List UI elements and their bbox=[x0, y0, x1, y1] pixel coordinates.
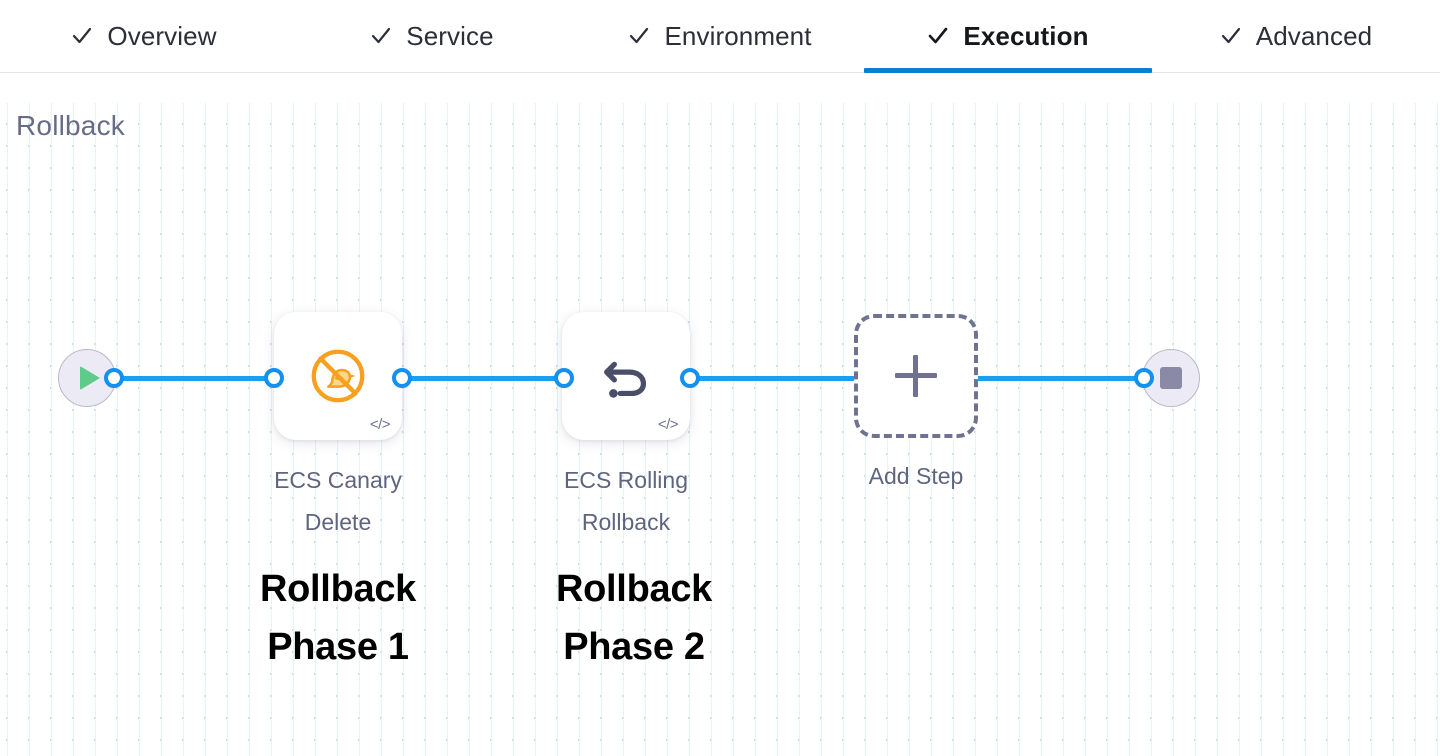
check-icon bbox=[1220, 25, 1242, 47]
tab-execution[interactable]: Execution bbox=[864, 0, 1152, 73]
tab-label: Execution bbox=[963, 20, 1089, 51]
add-step-label: Add Step bbox=[868, 463, 964, 489]
rollback-undo-icon bbox=[562, 312, 690, 440]
annotation-rollback-phase-2: Rollback Phase 2 bbox=[556, 568, 712, 668]
tab-overview[interactable]: Overview bbox=[0, 0, 288, 72]
add-step-button[interactable] bbox=[854, 314, 978, 438]
tab-service[interactable]: Service bbox=[288, 0, 576, 72]
port-step2-in[interactable] bbox=[554, 368, 574, 388]
code-badge-icon: </> bbox=[657, 416, 679, 433]
check-icon bbox=[71, 25, 93, 47]
port-start-out[interactable] bbox=[104, 368, 124, 388]
tab-label: Advanced bbox=[1255, 20, 1373, 51]
step-label-ecs-canary-delete: ECS Canary Delete bbox=[274, 467, 402, 535]
ecs-canary-delete-icon bbox=[274, 312, 402, 440]
step-label-ecs-rolling-rollback: ECS Rolling Rollback bbox=[564, 467, 688, 535]
pipeline-graph: </> ECS Canary Delete Rollback Phase 1 <… bbox=[0, 73, 1440, 756]
connector-step2-to-addstep bbox=[690, 376, 878, 381]
stop-icon bbox=[1160, 367, 1182, 389]
port-end-in[interactable] bbox=[1134, 368, 1154, 388]
stage-header-band bbox=[0, 73, 1440, 103]
tab-label: Service bbox=[406, 20, 494, 51]
check-icon bbox=[927, 25, 949, 47]
pipeline-canvas[interactable]: Rollback bbox=[0, 73, 1440, 756]
connector-addstep-to-end bbox=[958, 376, 1150, 381]
connector-start-to-step1 bbox=[112, 376, 288, 381]
port-step1-in[interactable] bbox=[264, 368, 284, 388]
stage-tabs: Overview Service Environment bbox=[0, 0, 1440, 73]
tab-label: Environment bbox=[664, 20, 812, 51]
code-badge-icon: </> bbox=[369, 416, 391, 433]
connector-step1-to-step2 bbox=[402, 376, 578, 381]
port-step1-out[interactable] bbox=[392, 368, 412, 388]
plus-icon bbox=[895, 355, 937, 397]
port-step2-out[interactable] bbox=[680, 368, 700, 388]
play-icon bbox=[79, 366, 100, 390]
check-icon bbox=[628, 25, 650, 47]
step-node-ecs-canary-delete[interactable]: </> bbox=[274, 312, 402, 440]
stage-title: Rollback bbox=[16, 110, 125, 141]
tab-environment[interactable]: Environment bbox=[576, 0, 864, 72]
tab-advanced[interactable]: Advanced bbox=[1152, 0, 1440, 72]
tab-label: Overview bbox=[107, 20, 217, 51]
check-icon bbox=[370, 25, 392, 47]
annotation-rollback-phase-1: Rollback Phase 1 bbox=[260, 568, 416, 668]
step-node-ecs-rolling-rollback[interactable]: </> bbox=[562, 312, 690, 440]
